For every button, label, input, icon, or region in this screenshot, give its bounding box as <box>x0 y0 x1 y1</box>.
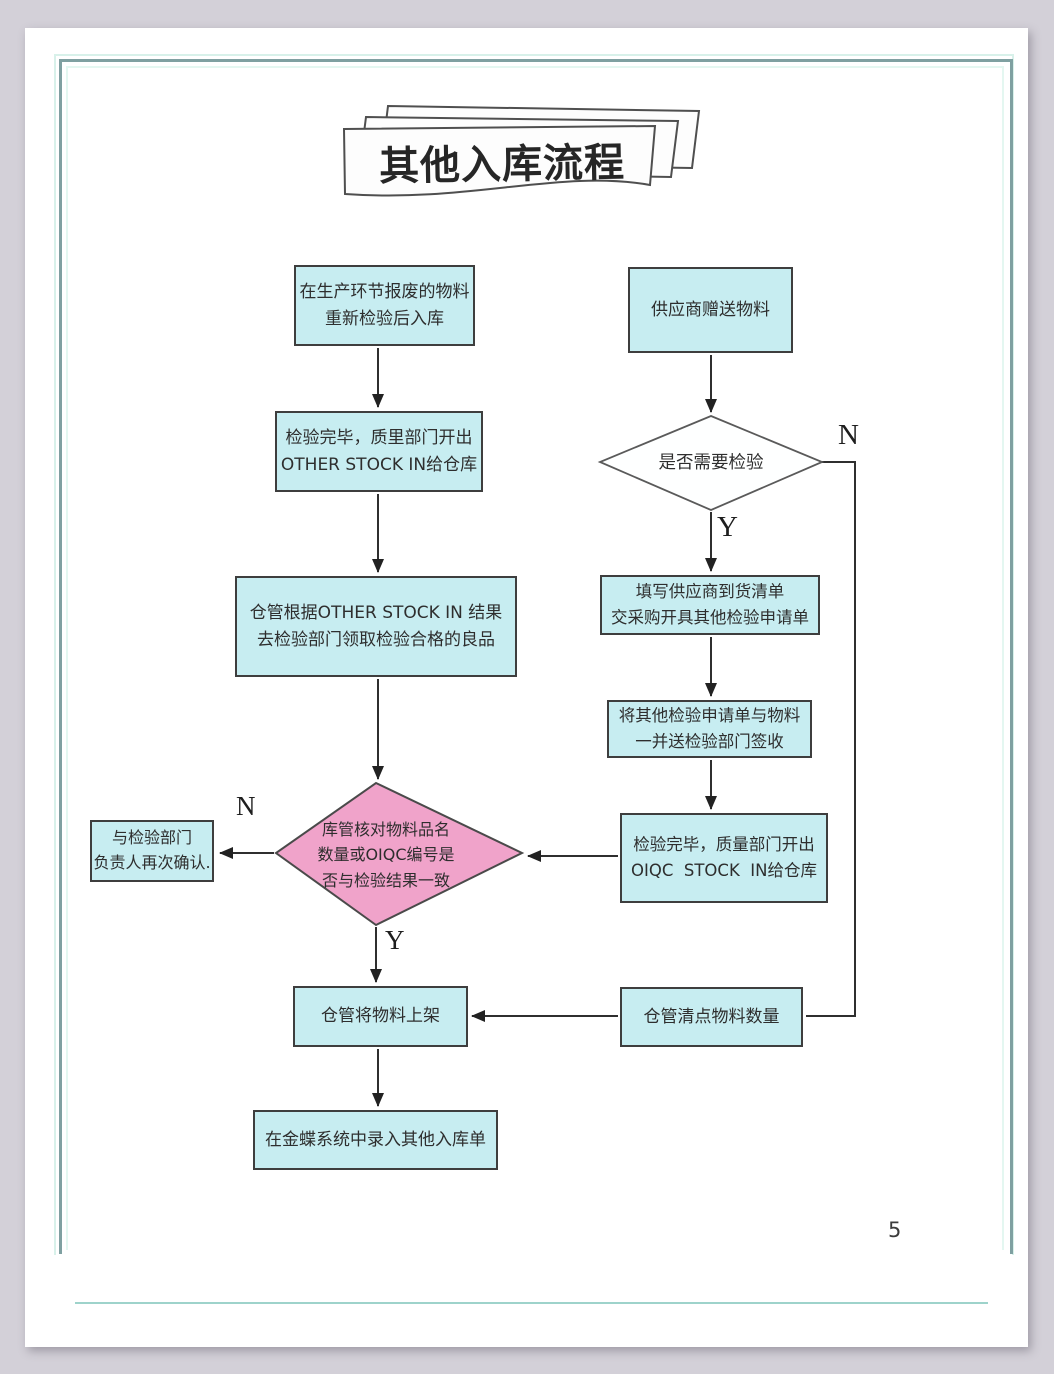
node-scrap-material: 在生产环节报废的物料 重新检验后入库 <box>294 265 475 346</box>
node-kingdee-entry: 在金蝶系统中录入其他入库单 <box>253 1110 498 1170</box>
node-text-line: 仓管将物料上架 <box>321 1006 440 1027</box>
decision-need-inspection-diamond <box>597 415 825 511</box>
branch-label-yes-right: Y <box>717 511 738 543</box>
node-text-line: OIQC STOCK IN给仓库 <box>631 861 817 880</box>
node-verify-match-text: 库管核对物料品名 数量或OIQC编号是 否与检验结果一致 <box>296 800 476 910</box>
node-text-line: 库管核对物料品名 <box>321 819 450 839</box>
node-text-line: 负责人再次确认. <box>93 853 211 872</box>
node-need-inspection-text: 是否需要检验 <box>631 446 791 480</box>
node-text-line: 否与检验结果一致 <box>321 870 450 890</box>
node-text-line: 去检验部门领取检验合格的良品 <box>257 629 495 650</box>
connector-group <box>219 348 856 1107</box>
page-title: 其他入库流程 <box>378 139 626 191</box>
node-text-line: 在生产环节报废的物料 <box>299 282 470 303</box>
node-text-line: 仓管清点物料数量 <box>643 1006 780 1027</box>
decision-verify-diamond <box>274 781 525 927</box>
slide-page <box>25 28 1028 1347</box>
node-shelve: 仓管将物料上架 <box>293 986 468 1047</box>
node-text-line: 交采购开具其他检验申请单 <box>611 608 809 627</box>
connector-need-no-to-count <box>806 461 856 1017</box>
node-supplier-gift: 供应商赠送物料 <box>628 267 793 353</box>
banner-front-sheet <box>342 124 657 197</box>
node-send-to-inspection: 将其他检验申请单与物料 一并送检验部门签收 <box>607 700 812 758</box>
node-text-line: 是否需要检验 <box>658 453 764 473</box>
footer-divider-line <box>75 1302 988 1304</box>
node-text-line: 供应商赠送物料 <box>651 299 770 320</box>
node-text-line: 仓管根据OTHER STOCK IN 结果 <box>249 603 503 624</box>
branch-label-yes-left: Y <box>385 925 405 955</box>
title-banner-stack <box>342 104 701 197</box>
node-text-line: 与检验部门 <box>111 828 192 848</box>
node-text-line: 重新检验后入库 <box>325 308 444 329</box>
node-text-line: 在金蝶系统中录入其他入库单 <box>265 1129 486 1150</box>
node-other-stock-in-issued: 检验完毕，质里部门开出 OTHER STOCK IN给仓库 <box>275 411 483 492</box>
node-reconfirm: 与检验部门 负责人再次确认. <box>90 820 214 882</box>
branch-label-no-left: N <box>236 791 256 821</box>
branch-label-no-right: N <box>838 419 859 451</box>
node-text-line: 数量或OIQC编号是 <box>317 845 455 865</box>
node-text-line: 检验完毕，质量部门开出 <box>633 835 815 855</box>
node-collect-good-items: 仓管根据OTHER STOCK IN 结果 去检验部门领取检验合格的良品 <box>235 576 517 677</box>
node-oiqc-stock-in-issued: 检验完毕，质量部门开出 OIQC STOCK IN给仓库 <box>620 813 828 903</box>
node-text-line: 检验完毕，质里部门开出 <box>285 428 473 449</box>
node-text-line: OTHER STOCK IN给仓库 <box>280 454 478 475</box>
node-text-line: 一并送检验部门签收 <box>635 732 784 751</box>
node-text-line: 将其他检验申请单与物料 <box>618 706 801 726</box>
node-fill-delivery-list: 填写供应商到货清单 交采购开具其他检验申请单 <box>600 575 820 635</box>
page-number: 5 <box>888 1218 902 1242</box>
node-text-line: 填写供应商到货清单 <box>635 582 785 602</box>
node-count-material: 仓管清点物料数量 <box>620 987 803 1047</box>
